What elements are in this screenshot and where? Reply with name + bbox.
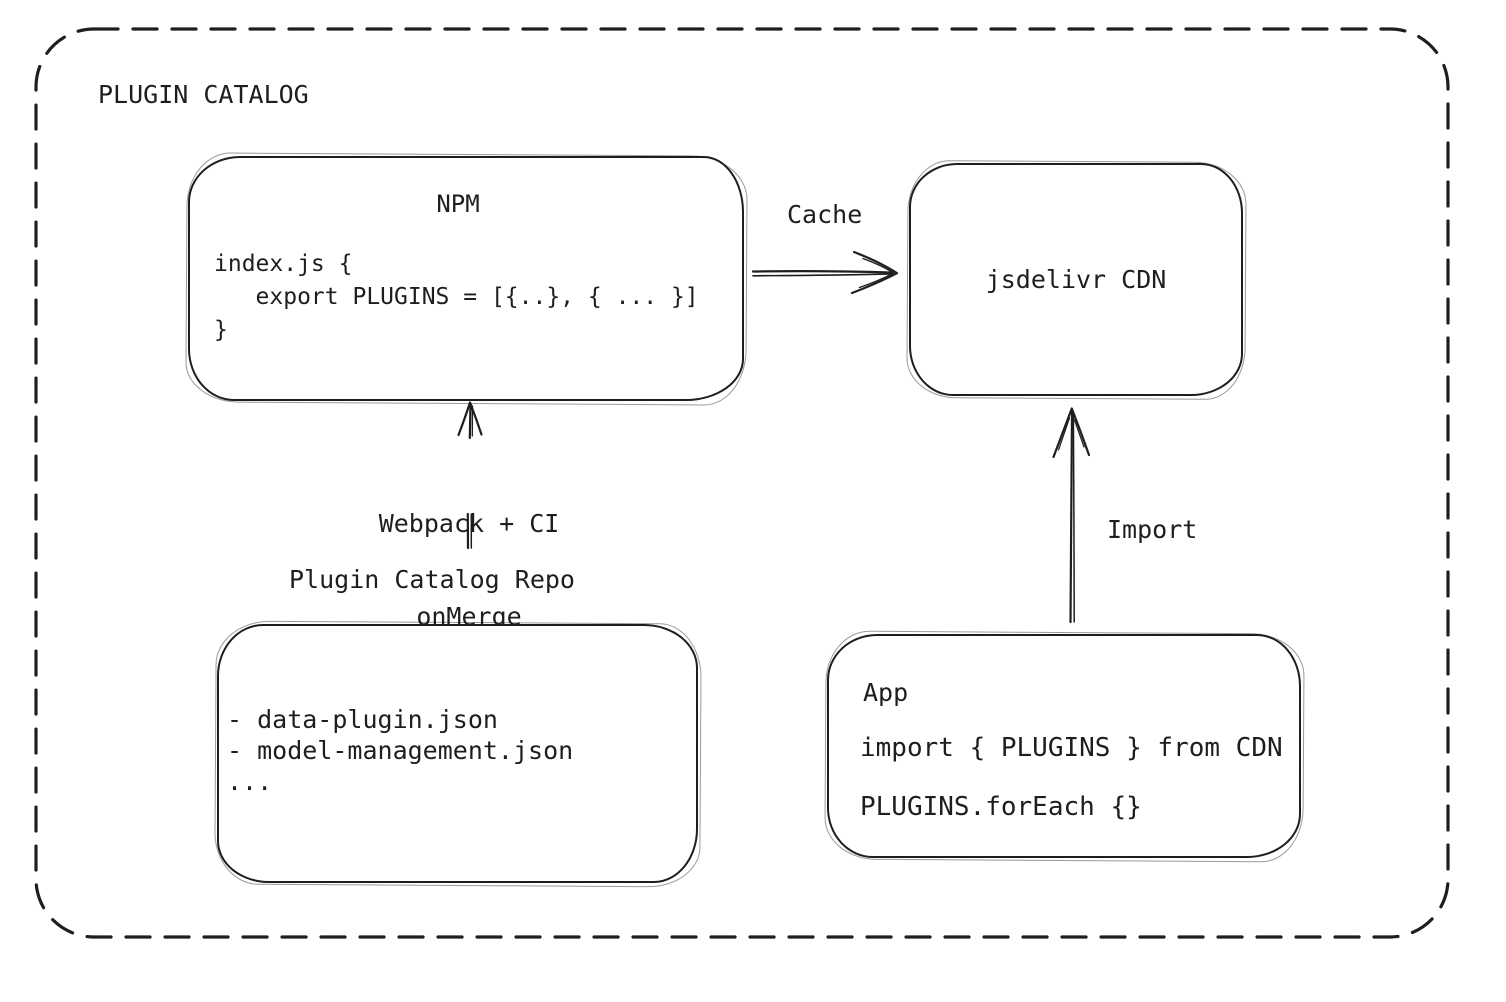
- import-edge-label: Import: [1107, 515, 1198, 544]
- cache-edge-label: Cache: [787, 200, 863, 229]
- node-jsdelivr-cdn: jsdelivr CDN: [909, 163, 1243, 396]
- app-code-line: PLUGINS.forEach {}: [860, 792, 1142, 822]
- npm-code-block: index.js { export PLUGINS = [{..}, { ...…: [214, 248, 699, 347]
- npm-node-title: NPM: [436, 190, 480, 218]
- repo-item: - model-management.json: [227, 736, 574, 765]
- repo-item-list: - data-plugin.json- model-management.jso…: [227, 704, 573, 797]
- repo-item: - data-plugin.json: [227, 705, 498, 734]
- import-arrow: [1052, 407, 1091, 624]
- node-npm: NPM index.js { export PLUGINS = [{..}, {…: [188, 156, 744, 401]
- node-app: App import { PLUGINS } from CDN PLUGINS.…: [827, 634, 1301, 858]
- catalog-boundary-frame: [34, 27, 1450, 939]
- node-plugin-catalog-repo: - data-plugin.json- model-management.jso…: [217, 624, 698, 883]
- cdn-node-label: jsdelivr CDN: [985, 265, 1167, 294]
- diagram-title: PLUGIN CATALOG: [98, 80, 309, 109]
- npm-code-line: }: [214, 317, 228, 343]
- repo-node-heading: Plugin Catalog Repo: [289, 565, 575, 594]
- app-node-title: App: [863, 678, 909, 707]
- npm-code-line: export PLUGINS = [{..}, { ... }]: [214, 284, 699, 310]
- build-edge-label-line: Webpack + CI: [378, 509, 560, 538]
- npm-code-line: index.js {: [214, 251, 353, 277]
- cache-arrow: [751, 250, 899, 295]
- app-code-line: import { PLUGINS } from CDN: [860, 733, 1283, 763]
- repo-item: ...: [227, 767, 273, 796]
